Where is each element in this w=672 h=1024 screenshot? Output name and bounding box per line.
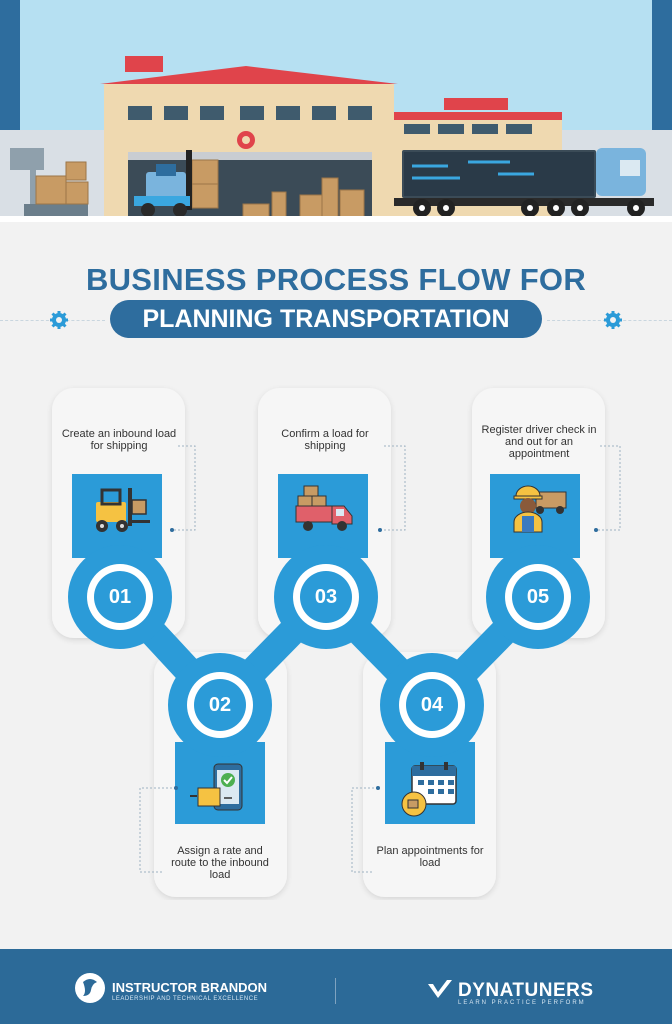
step-number-03: 03 [314,586,338,608]
footer-divider [335,978,336,1004]
truck-illustration [394,148,654,217]
step-03-text: Confirm a load for shipping [281,428,369,452]
brand-right-tagline: LEARN PRACTICE PERFORM [458,1000,586,1006]
step-number-04: 04 [420,694,444,716]
calendar-icon [401,762,457,817]
page-subtitle: PLANNING TRANSPORTATION [110,300,542,338]
gear-icon [50,311,68,329]
step-01-text: Create an inbound load for shipping [61,428,177,452]
step-05-text: Register driver check in and out for an … [481,424,597,460]
page-title: BUSINESS PROCESS FLOW FOR [85,262,587,297]
step-number-02: 02 [208,694,232,716]
instructor-brandon-logo-icon [75,973,105,1003]
warehouse-illustration [0,0,672,222]
step-number-05: 05 [526,586,550,608]
footer [0,949,672,1024]
brand-left-tagline: LEADERSHIP AND TECHNICAL EXCELLENCE [112,996,259,1002]
dynatuners-logo-icon [428,980,452,998]
delivery-truck-icon [295,485,353,531]
gear-icon [604,311,622,329]
driver-icon [513,485,567,533]
forklift-illustration [134,150,192,217]
process-flow-diagram [52,388,621,897]
warehouse-scene-svg [0,0,672,222]
phone-package-icon [190,763,243,811]
brand-right-name: DYNATUNERS [458,980,594,1001]
step-number-01: 01 [108,586,132,608]
step-02-text: Assign a rate and route to the inbound l… [171,845,269,881]
forklift-icon [96,488,150,532]
brand-left-name: INSTRUCTOR BRANDON [112,980,268,995]
step-04-text: Plan appointments for load [376,845,484,869]
